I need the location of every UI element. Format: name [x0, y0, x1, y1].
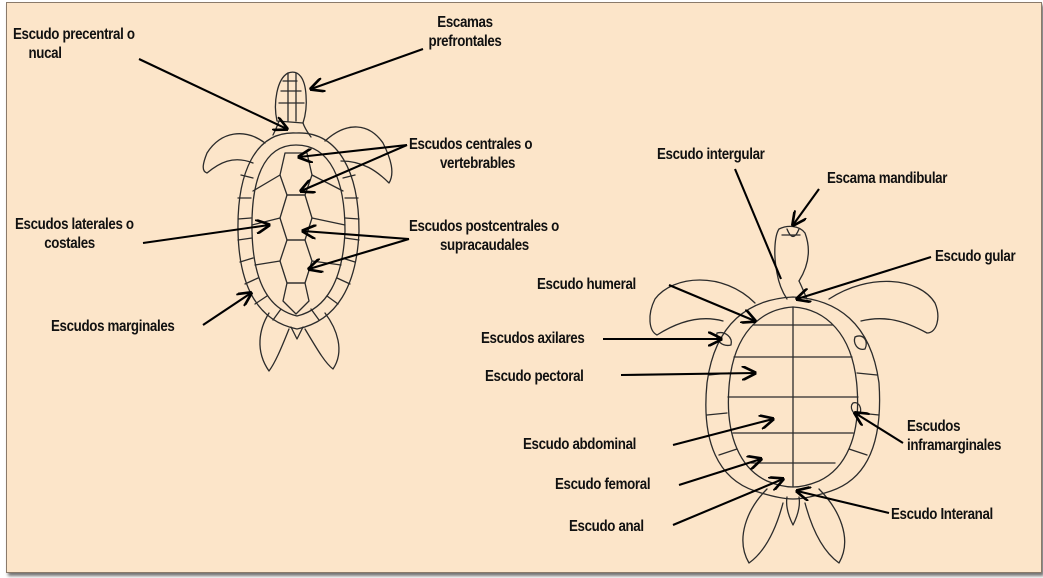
dorsal-rear-right-flipper [305, 313, 339, 369]
arrow-escudos-laterales [143, 225, 269, 243]
label-escudo-pectoral: Escudo pectoral [485, 367, 584, 386]
ventral-front-right-flipper [829, 281, 938, 333]
label-escudos-inframarginales: Escudos inframarginales [907, 417, 1001, 455]
arrow-escamas-prefrontales [311, 49, 423, 89]
dorsal-head [275, 72, 306, 123]
arrow-escudo-humeral [669, 285, 755, 321]
label-escudo-femoral: Escudo femoral [555, 475, 650, 494]
arrow-escudo-intergular [735, 169, 781, 279]
ventral-rear-left-flipper [743, 489, 783, 563]
label-escudo-intergular: Escudo intergular [657, 145, 764, 164]
arrow-escudo-pectoral [621, 373, 755, 375]
label-escudo-precentral: Escudo precentral o nucal [13, 25, 135, 63]
label-escudos-laterales: Escudos laterales o costales [15, 215, 134, 253]
turtle-diagram [7, 3, 1041, 572]
label-escama-mandibular: Escama mandibular [827, 169, 947, 188]
arrow-escudos-marginales [203, 293, 251, 325]
label-escudo-gular: Escudo gular [935, 247, 1015, 266]
diagram-frame: Escudo precentral o nucal Escamas prefro… [6, 2, 1042, 573]
dorsal-carapace [238, 133, 359, 329]
arrow-escudos-postcentrales-2 [309, 239, 409, 269]
label-escudo-humeral: Escudo humeral [537, 275, 636, 294]
arrow-escudo-interanal [797, 491, 889, 513]
arrow-escudos-postcentrales-1 [303, 231, 409, 239]
arrow-escudo-gular [797, 257, 931, 299]
label-escudo-abdominal: Escudo abdominal [523, 435, 636, 454]
label-escudos-axilares: Escudos axilares [481, 329, 584, 348]
label-escudo-interanal: Escudo Interanal [891, 505, 993, 524]
label-escudos-marginales: Escudos marginales [51, 317, 174, 336]
dorsal-rear-left-flipper [260, 313, 289, 371]
arrow-escudo-precentral [139, 59, 287, 129]
label-escudos-postcentrales: Escudos postcentrales o supracaudales [409, 217, 559, 255]
label-escudo-anal: Escudo anal [569, 517, 644, 536]
dorsal-turtle [203, 72, 392, 371]
label-escudos-centrales: Escudos centrales o vertebrables [409, 135, 532, 173]
arrow-escudo-abdominal [673, 419, 773, 445]
ventral-front-left-flipper [650, 280, 755, 335]
arrow-escudo-anal [673, 479, 783, 525]
label-escamas-prefrontales: Escamas prefrontales [413, 13, 516, 51]
arrow-escama-mandibular [793, 189, 819, 225]
